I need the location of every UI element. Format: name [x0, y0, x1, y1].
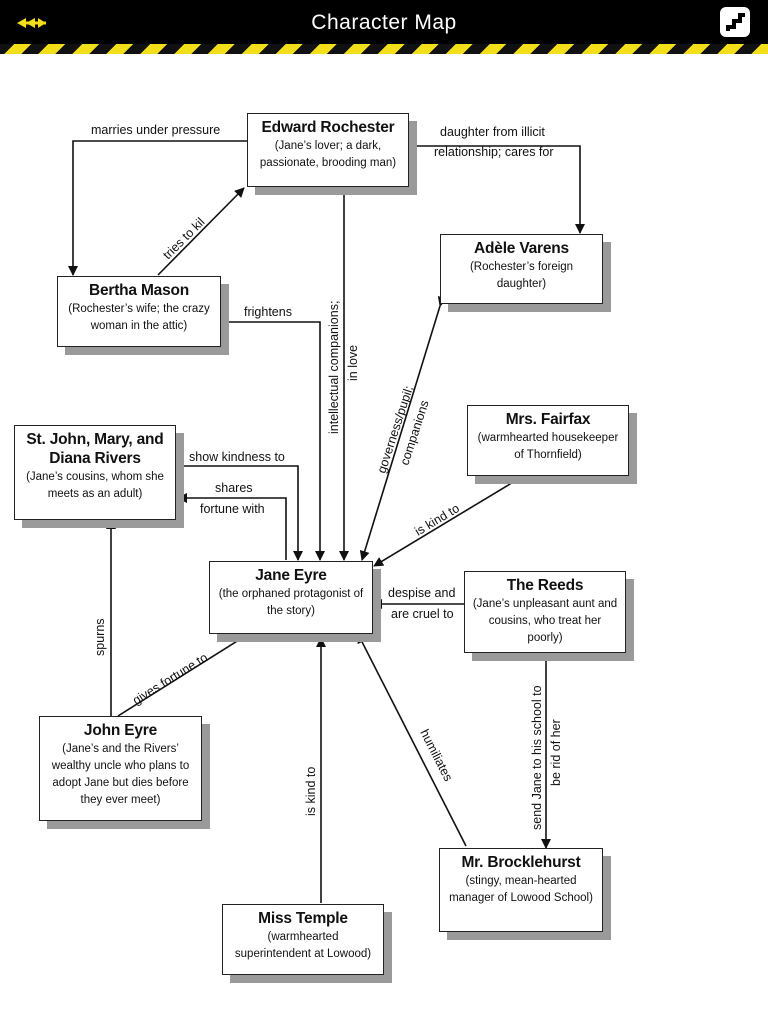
character-description: (Jane’s lover; a dark, passionate, brood…: [259, 140, 397, 169]
character-name: Adèle Varens: [474, 240, 569, 257]
character-description: (Rochester’s foreign daughter): [469, 261, 574, 290]
character-node-adele[interactable]: Adèle Varens (Rochester’s foreign daught…: [440, 234, 603, 304]
label-spurns: spurns: [93, 618, 107, 656]
character-node-reeds[interactable]: The Reeds (Jane’s unpleasant aunt and co…: [464, 571, 626, 653]
label-daughter-2: relationship; cares for: [434, 145, 554, 159]
double-arrow-back-icon: [17, 18, 46, 28]
character-description: (warmhearted housekeeper of Thornfield): [477, 432, 619, 461]
link-frightens: [221, 321, 325, 561]
link-humiliates: [357, 633, 467, 847]
character-node-john[interactable]: John Eyre (Jane’s and the Rivers’ wealth…: [39, 716, 202, 821]
character-description: (Jane’s and the Rivers’ wealthy uncle wh…: [51, 743, 190, 806]
character-description: (stingy, mean-hearted manager of Lowood …: [449, 875, 593, 904]
character-name: Bertha Mason: [88, 282, 190, 299]
label-humiliates: humiliates: [417, 727, 455, 784]
character-node-bertha[interactable]: Bertha Mason (Rochester’s wife; the craz…: [57, 276, 221, 347]
label-despise-1: despise and: [388, 586, 455, 600]
character-node-rochester[interactable]: Edward Rochester (Jane’s lover; a dark, …: [247, 113, 409, 187]
link-gives: [117, 632, 251, 717]
menu-button[interactable]: [718, 5, 754, 37]
link-governess: [359, 295, 448, 561]
character-name: Jane Eyre: [255, 567, 327, 584]
label-marries: marries under pressure: [91, 123, 220, 137]
character-node-jane[interactable]: Jane Eyre (the orphaned protagonist of t…: [209, 561, 373, 634]
link-fairfax-kind: [373, 474, 526, 567]
relationship-links: marries under pressure daughter from ill…: [68, 123, 585, 903]
label-frightens: frightens: [244, 305, 292, 319]
character-description: (Rochester’s wife; the crazy woman in th…: [68, 303, 210, 332]
link-tries: [157, 187, 245, 276]
character-name: Miss Temple: [258, 910, 348, 927]
label-daughter-1: daughter from illicit: [440, 125, 545, 139]
label-tries: tries to kil: [160, 215, 207, 262]
stairs-menu-icon: [720, 7, 750, 37]
character-name: Mrs. Fairfax: [505, 411, 591, 428]
label-send-1: send Jane to his school to: [530, 685, 544, 830]
label-temple-kind: is kind to: [304, 767, 318, 816]
label-kindness: show kindness to: [189, 450, 285, 464]
character-description: (the orphaned protagonist of the story): [218, 588, 364, 617]
label-fairfax-kind: is kind to: [412, 501, 462, 538]
link-daughter: [409, 145, 585, 234]
back-button[interactable]: [14, 8, 50, 38]
top-bar: [0, 0, 768, 44]
label-gives: gives fortune to: [130, 650, 210, 707]
character-name: Mr. Brocklehurst: [461, 854, 581, 871]
character-name: John Eyre: [83, 722, 158, 739]
label-intellectual-1: intellectual companions;: [327, 301, 341, 434]
link-marries: [68, 140, 247, 276]
link-shares: [177, 493, 287, 560]
label-despise-2: are cruel to: [391, 607, 454, 621]
character-map: marries under pressure daughter from ill…: [0, 54, 768, 1024]
character-name: Edward Rochester: [261, 119, 395, 136]
character-node-fairfax[interactable]: Mrs. Fairfax (warmhearted housekeeper of…: [467, 405, 629, 476]
label-intellectual-2: in love: [346, 345, 360, 381]
page-title: Character Map: [311, 11, 457, 34]
character-description: (Jane’s cousins, whom she meets as an ad…: [26, 471, 164, 500]
link-kindness: [176, 465, 303, 561]
character-name: St. John, Mary, and Diana Rivers: [26, 431, 164, 467]
label-shares-1: shares: [215, 481, 253, 495]
label-shares-2: fortune with: [200, 502, 265, 516]
hazard-stripe: [0, 44, 768, 54]
character-name: The Reeds: [506, 577, 584, 594]
character-description: (warmhearted superintendent at Lowood): [234, 931, 372, 960]
label-send-2: be rid of her: [549, 719, 563, 786]
character-node-brocklehurst[interactable]: Mr. Brocklehurst (stingy, mean-hearted m…: [439, 848, 603, 932]
character-node-rivers[interactable]: St. John, Mary, and Diana Rivers (Jane’s…: [14, 425, 176, 520]
character-node-temple[interactable]: Miss Temple (warmhearted superintendent …: [222, 904, 384, 975]
character-description: (Jane’s unpleasant aunt and cousins, who…: [472, 598, 618, 644]
